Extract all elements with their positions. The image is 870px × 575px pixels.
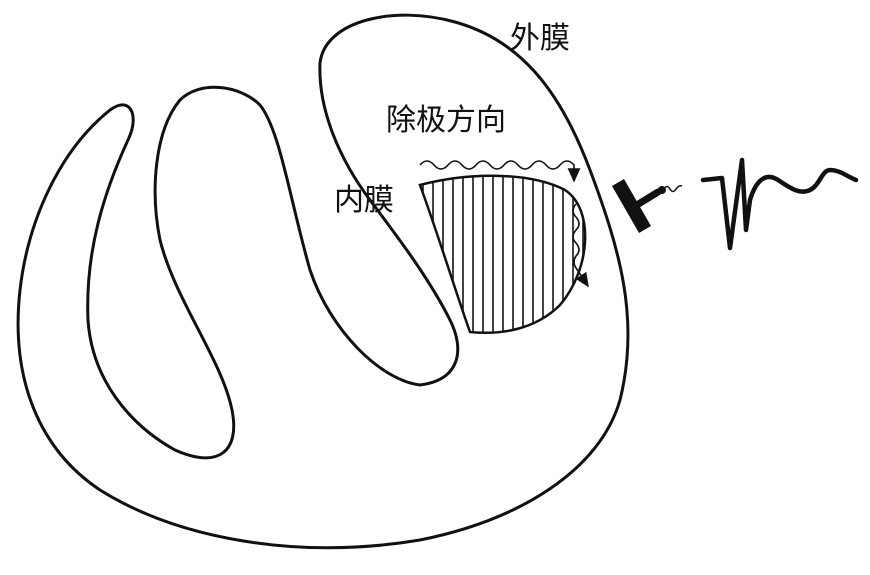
depolarization-direction-label: 除极方向 [386, 103, 506, 138]
endocardium-label: 内膜 [334, 183, 394, 218]
ecg-waveform [700, 157, 859, 251]
depolarization-arrow [419, 160, 581, 183]
depolarization-arrow-down [572, 203, 589, 288]
heart-outer-outline [16, 13, 630, 550]
epicardium-label: 外膜 [510, 21, 570, 56]
depolarized-region [418, 174, 587, 335]
electrode-icon [612, 179, 683, 233]
